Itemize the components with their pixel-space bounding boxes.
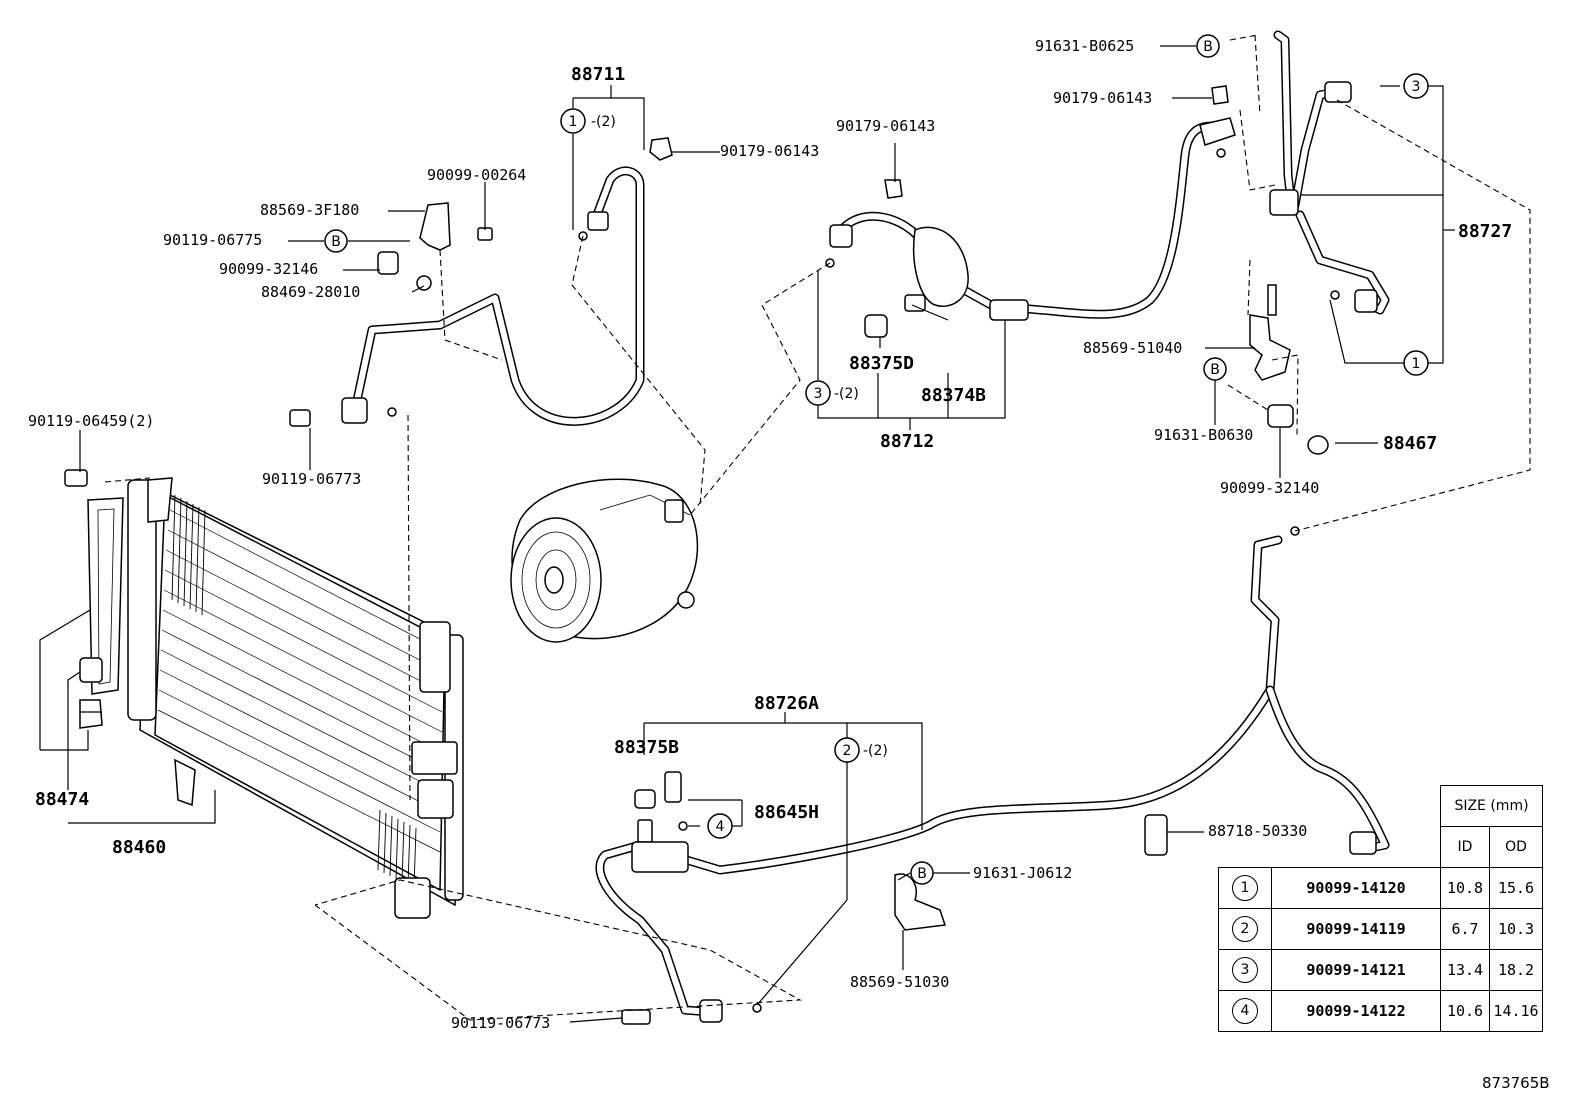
row-part-number: 90099-14119 [1271, 908, 1441, 950]
qty-marker: -(2) [863, 743, 888, 759]
fittings [64, 80, 1417, 1025]
callout-88467: 88467 [1383, 433, 1437, 454]
callout-88726A: 88726A [754, 693, 819, 714]
callout-88474: 88474 [35, 789, 89, 810]
callout-88375B: 88375B [614, 737, 679, 758]
compressor [510, 478, 699, 643]
dashed-assembly-lines [104, 34, 1531, 1021]
marker-1: 1 [569, 114, 578, 130]
callout-90119-06459: 90119-06459(2) [28, 412, 154, 430]
row-id: 6.7 [1440, 908, 1490, 950]
o-ring-size-table: SIZE (mm) ID OD 1 90099-14120 10.8 15.6 … [1218, 785, 1543, 1032]
marker-b: B [1203, 39, 1213, 55]
callout-90179-06143-a: 90179-06143 [720, 142, 819, 160]
qty-marker: -(2) [834, 386, 859, 402]
marker-b: B [1210, 362, 1220, 378]
callout-90119-06773-a: 90119-06773 [262, 470, 361, 488]
callout-90179-06143-c: 90179-06143 [1053, 89, 1152, 107]
row-id: 10.8 [1440, 867, 1490, 909]
marker-b: B [331, 234, 341, 250]
table-row: 4 90099-14122 10.6 14.16 [1218, 990, 1543, 1032]
pipes [350, 30, 1390, 1017]
callout-88718-50330: 88718-50330 [1208, 822, 1307, 840]
marker-4: 4 [716, 819, 725, 835]
callout-88727: 88727 [1458, 221, 1512, 242]
row-circle: 1 [1232, 875, 1258, 901]
callout-88460: 88460 [112, 837, 166, 858]
row-circle: 4 [1232, 998, 1258, 1024]
row-part-number: 90099-14121 [1271, 949, 1441, 991]
header-id: ID [1440, 826, 1490, 868]
marker-b: B [917, 866, 927, 882]
diagram-code: 873765B [1482, 1074, 1550, 1092]
row-part-number: 90099-14122 [1271, 990, 1441, 1032]
table-row: 1 90099-14120 10.8 15.6 [1218, 867, 1543, 909]
callout-88374B: 88374B [921, 385, 986, 406]
callout-88712: 88712 [880, 431, 934, 452]
callout-90099-00264: 90099-00264 [427, 166, 526, 184]
callout-91631-B0630: 91631-B0630 [1154, 426, 1253, 444]
condenser-88460 [127, 477, 464, 919]
table-subheader-row: ID OD [1219, 826, 1543, 868]
callout-91631-J0612: 91631-J0612 [973, 864, 1072, 882]
row-od: 18.2 [1489, 949, 1543, 991]
marker-3: 3 [814, 386, 823, 402]
callout-88569-51040: 88569-51040 [1083, 339, 1182, 357]
part-callouts: 88711 90179-06143 90099-00264 88569-3F18… [28, 37, 1512, 1032]
row-od: 14.16 [1489, 990, 1543, 1032]
callout-90179-06143-b: 90179-06143 [836, 117, 935, 135]
row-circle: 3 [1232, 957, 1258, 983]
circled-markers: 1 -(2) B 3 -(2) B 3 1 B 2 -(2) 4 B [324, 34, 1429, 885]
table-row: 3 90099-14121 13.4 18.2 [1218, 949, 1543, 991]
marker-2: 2 [843, 743, 852, 759]
row-od: 10.3 [1489, 908, 1543, 950]
header-od: OD [1489, 826, 1543, 868]
table-row: 2 90099-14119 6.7 10.3 [1218, 908, 1543, 950]
callout-88645H: 88645H [754, 802, 819, 823]
row-id: 10.6 [1440, 990, 1490, 1032]
callout-90099-32140: 90099-32140 [1220, 479, 1319, 497]
row-part-number: 90099-14120 [1271, 867, 1441, 909]
callout-88469-28010: 88469-28010 [261, 283, 360, 301]
callout-88711: 88711 [571, 64, 625, 85]
callout-91631-B0625: 91631-B0625 [1035, 37, 1134, 55]
row-od: 15.6 [1489, 867, 1543, 909]
callout-90099-32146: 90099-32146 [219, 260, 318, 278]
qty-marker: -(2) [591, 114, 616, 130]
row-circle: 2 [1232, 916, 1258, 942]
table-header-row: SIZE (mm) [1219, 785, 1543, 827]
seal-88474 [79, 497, 124, 729]
row-id: 13.4 [1440, 949, 1490, 991]
callout-88375D: 88375D [849, 353, 914, 374]
callout-90119-06775: 90119-06775 [163, 231, 262, 249]
marker-1: 1 [1412, 356, 1421, 372]
callout-90119-06773-b: 90119-06773 [451, 1014, 550, 1032]
header-size: SIZE (mm) [1440, 785, 1543, 827]
callout-88569-51030: 88569-51030 [850, 973, 949, 991]
callout-88569-3F180: 88569-3F180 [260, 201, 359, 219]
marker-3: 3 [1412, 79, 1421, 95]
